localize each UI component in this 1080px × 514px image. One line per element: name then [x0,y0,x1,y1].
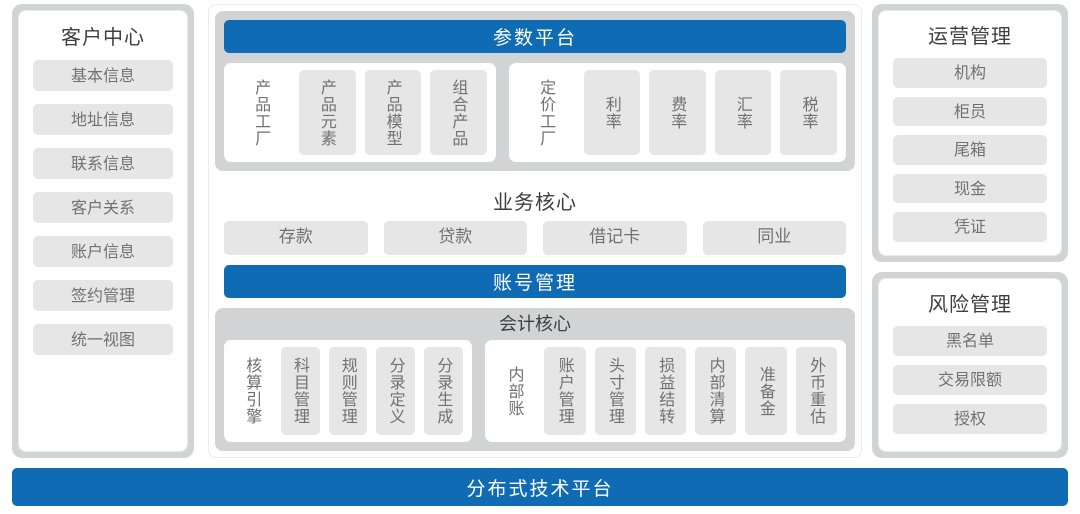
business-core-title: 业务核心 [493,189,577,214]
operations-management-title: 运营管理 [928,24,1012,48]
accounting-engine-group: 核算引擎 科目管理 规则管理 分录定义 分录生成 [224,340,472,442]
risk-management-inner: 风险管理 黑名单 交易限额 授权 [878,278,1062,452]
core-column: 参数平台 产品工厂 产品元素 产品模型 组合产品 定价工厂 利率 费率 汇率 税… [208,4,862,458]
accounting-engine-item-rule-mgmt[interactable]: 规则管理 [328,347,368,435]
operations-item-teller[interactable]: 柜员 [893,96,1047,127]
subject-mgmt-label: 科目管理 [290,357,310,425]
internal-account-item-fx-revaluation[interactable]: 外币重估 [795,347,837,435]
exchange-rate-label: 汇率 [733,95,753,130]
business-core-item-debit-card[interactable]: 借记卡 [543,220,687,255]
parameter-platform-block: 参数平台 产品工厂 产品元素 产品模型 组合产品 定价工厂 利率 费率 汇率 税… [215,11,855,171]
internal-account-label-text: 内部账 [505,365,525,417]
pl-carryover-label: 损益结转 [656,357,676,425]
customer-center-inner: 客户中心 基本信息 地址信息 联系信息 客户关系 账户信息 签约管理 统一视图 [18,10,188,452]
accounting-engine-item-entry-gen[interactable]: 分录生成 [424,347,463,435]
accounting-core-groups: 核算引擎 科目管理 规则管理 分录定义 分录生成 内部账 账户管理 头寸管理 损… [224,340,846,442]
pricing-factory-label: 定价工厂 [518,70,575,155]
operations-item-cash[interactable]: 现金 [893,173,1047,204]
customer-center-item-unified-view[interactable]: 统一视图 [33,324,173,355]
interest-rate-label: 利率 [602,95,622,130]
customer-center-item-basic-info[interactable]: 基本信息 [33,60,173,91]
customer-center-item-contract-mgmt[interactable]: 签约管理 [33,280,173,311]
parameter-platform-groups: 产品工厂 产品元素 产品模型 组合产品 定价工厂 利率 费率 汇率 税率 [224,63,846,162]
internal-account-item-account-mgmt[interactable]: 账户管理 [544,347,586,435]
operations-item-organization[interactable]: 机构 [893,58,1047,88]
product-element-label: 产品元素 [317,78,337,147]
operations-item-cash-box[interactable]: 尾箱 [893,135,1047,165]
fx-revaluation-label: 外币重估 [807,357,827,425]
accounting-engine-item-subject-mgmt[interactable]: 科目管理 [280,347,320,435]
pricing-factory-item-fee-rate[interactable]: 费率 [649,70,706,155]
accounting-core-block: 会计核心 核算引擎 科目管理 规则管理 分录定义 分录生成 内部账 账户管理 头… [215,308,855,451]
customer-center-item-account-info[interactable]: 账户信息 [33,236,173,267]
product-factory-item-composite-product[interactable]: 组合产品 [430,70,487,155]
pricing-factory-item-exchange-rate[interactable]: 汇率 [714,70,772,155]
internal-account-group: 内部账 账户管理 头寸管理 损益结转 内部清算 准备金 外币重估 [485,340,846,442]
customer-center-title: 客户中心 [61,25,145,49]
business-core-items: 存款 贷款 借记卡 同业 [224,220,846,255]
accounting-engine-label: 核算引擎 [233,347,272,435]
product-factory-group: 产品工厂 产品元素 产品模型 组合产品 [224,63,496,162]
internal-account-item-reserve[interactable]: 准备金 [745,347,787,435]
rule-mgmt-label: 规则管理 [338,357,358,425]
entry-gen-label: 分录生成 [434,357,454,425]
risk-item-blacklist[interactable]: 黑名单 [893,326,1047,356]
risk-management-panel: 风险管理 黑名单 交易限额 授权 [872,272,1068,458]
risk-item-authorization[interactable]: 授权 [893,404,1047,434]
business-core-item-deposit[interactable]: 存款 [224,220,368,255]
accounting-core-title: 会计核心 [499,314,571,335]
pricing-factory-label-text: 定价工厂 [537,78,557,147]
customer-center-item-contact-info[interactable]: 联系信息 [33,148,173,179]
reserve-label: 准备金 [756,365,776,417]
customer-center-panel: 客户中心 基本信息 地址信息 联系信息 客户关系 账户信息 签约管理 统一视图 [12,4,194,458]
account-management-banner[interactable]: 账号管理 [224,264,846,298]
product-factory-label-text: 产品工厂 [252,78,272,147]
internal-account-item-pl-carryover[interactable]: 损益结转 [644,347,687,435]
pricing-factory-item-tax-rate[interactable]: 税率 [780,70,837,155]
distributed-tech-platform-bar[interactable]: 分布式技术平台 [12,468,1068,506]
product-factory-label: 产品工厂 [233,70,290,155]
internal-settle-label: 内部清算 [706,357,726,425]
business-core-item-loan[interactable]: 贷款 [383,220,527,255]
account-mgmt-label: 账户管理 [555,357,575,425]
tax-rate-label: 税率 [799,95,819,130]
parameter-platform-banner[interactable]: 参数平台 [224,20,846,53]
operations-management-panel: 运营管理 机构 柜员 尾箱 现金 凭证 [872,4,1068,262]
risk-management-title: 风险管理 [928,292,1012,316]
entry-def-label: 分录定义 [386,357,406,425]
business-core-block: 业务核心 存款 贷款 借记卡 同业 账号管理 [215,171,855,308]
pricing-factory-item-interest-rate[interactable]: 利率 [583,70,641,155]
internal-account-item-internal-settle[interactable]: 内部清算 [695,347,737,435]
customer-center-item-address-info[interactable]: 地址信息 [33,104,173,135]
internal-account-item-position-mgmt[interactable]: 头寸管理 [594,347,636,435]
operations-item-voucher[interactable]: 凭证 [893,212,1047,242]
internal-account-label: 内部账 [494,347,535,435]
product-factory-item-product-element[interactable]: 产品元素 [298,70,356,155]
customer-center-item-relationship[interactable]: 客户关系 [33,192,173,223]
product-model-label: 产品模型 [383,78,403,147]
risk-item-transaction-limit[interactable]: 交易限额 [893,365,1047,395]
business-core-item-interbank[interactable]: 同业 [702,220,846,255]
fee-rate-label: 费率 [668,95,688,130]
accounting-engine-label-text: 核算引擎 [243,357,263,425]
accounting-engine-item-entry-def[interactable]: 分录定义 [376,347,416,435]
composite-product-label: 组合产品 [449,78,469,147]
position-mgmt-label: 头寸管理 [606,357,625,425]
product-factory-item-product-model[interactable]: 产品模型 [364,70,422,155]
operations-management-inner: 运营管理 机构 柜员 尾箱 现金 凭证 [878,10,1062,256]
pricing-factory-group: 定价工厂 利率 费率 汇率 税率 [509,63,846,162]
